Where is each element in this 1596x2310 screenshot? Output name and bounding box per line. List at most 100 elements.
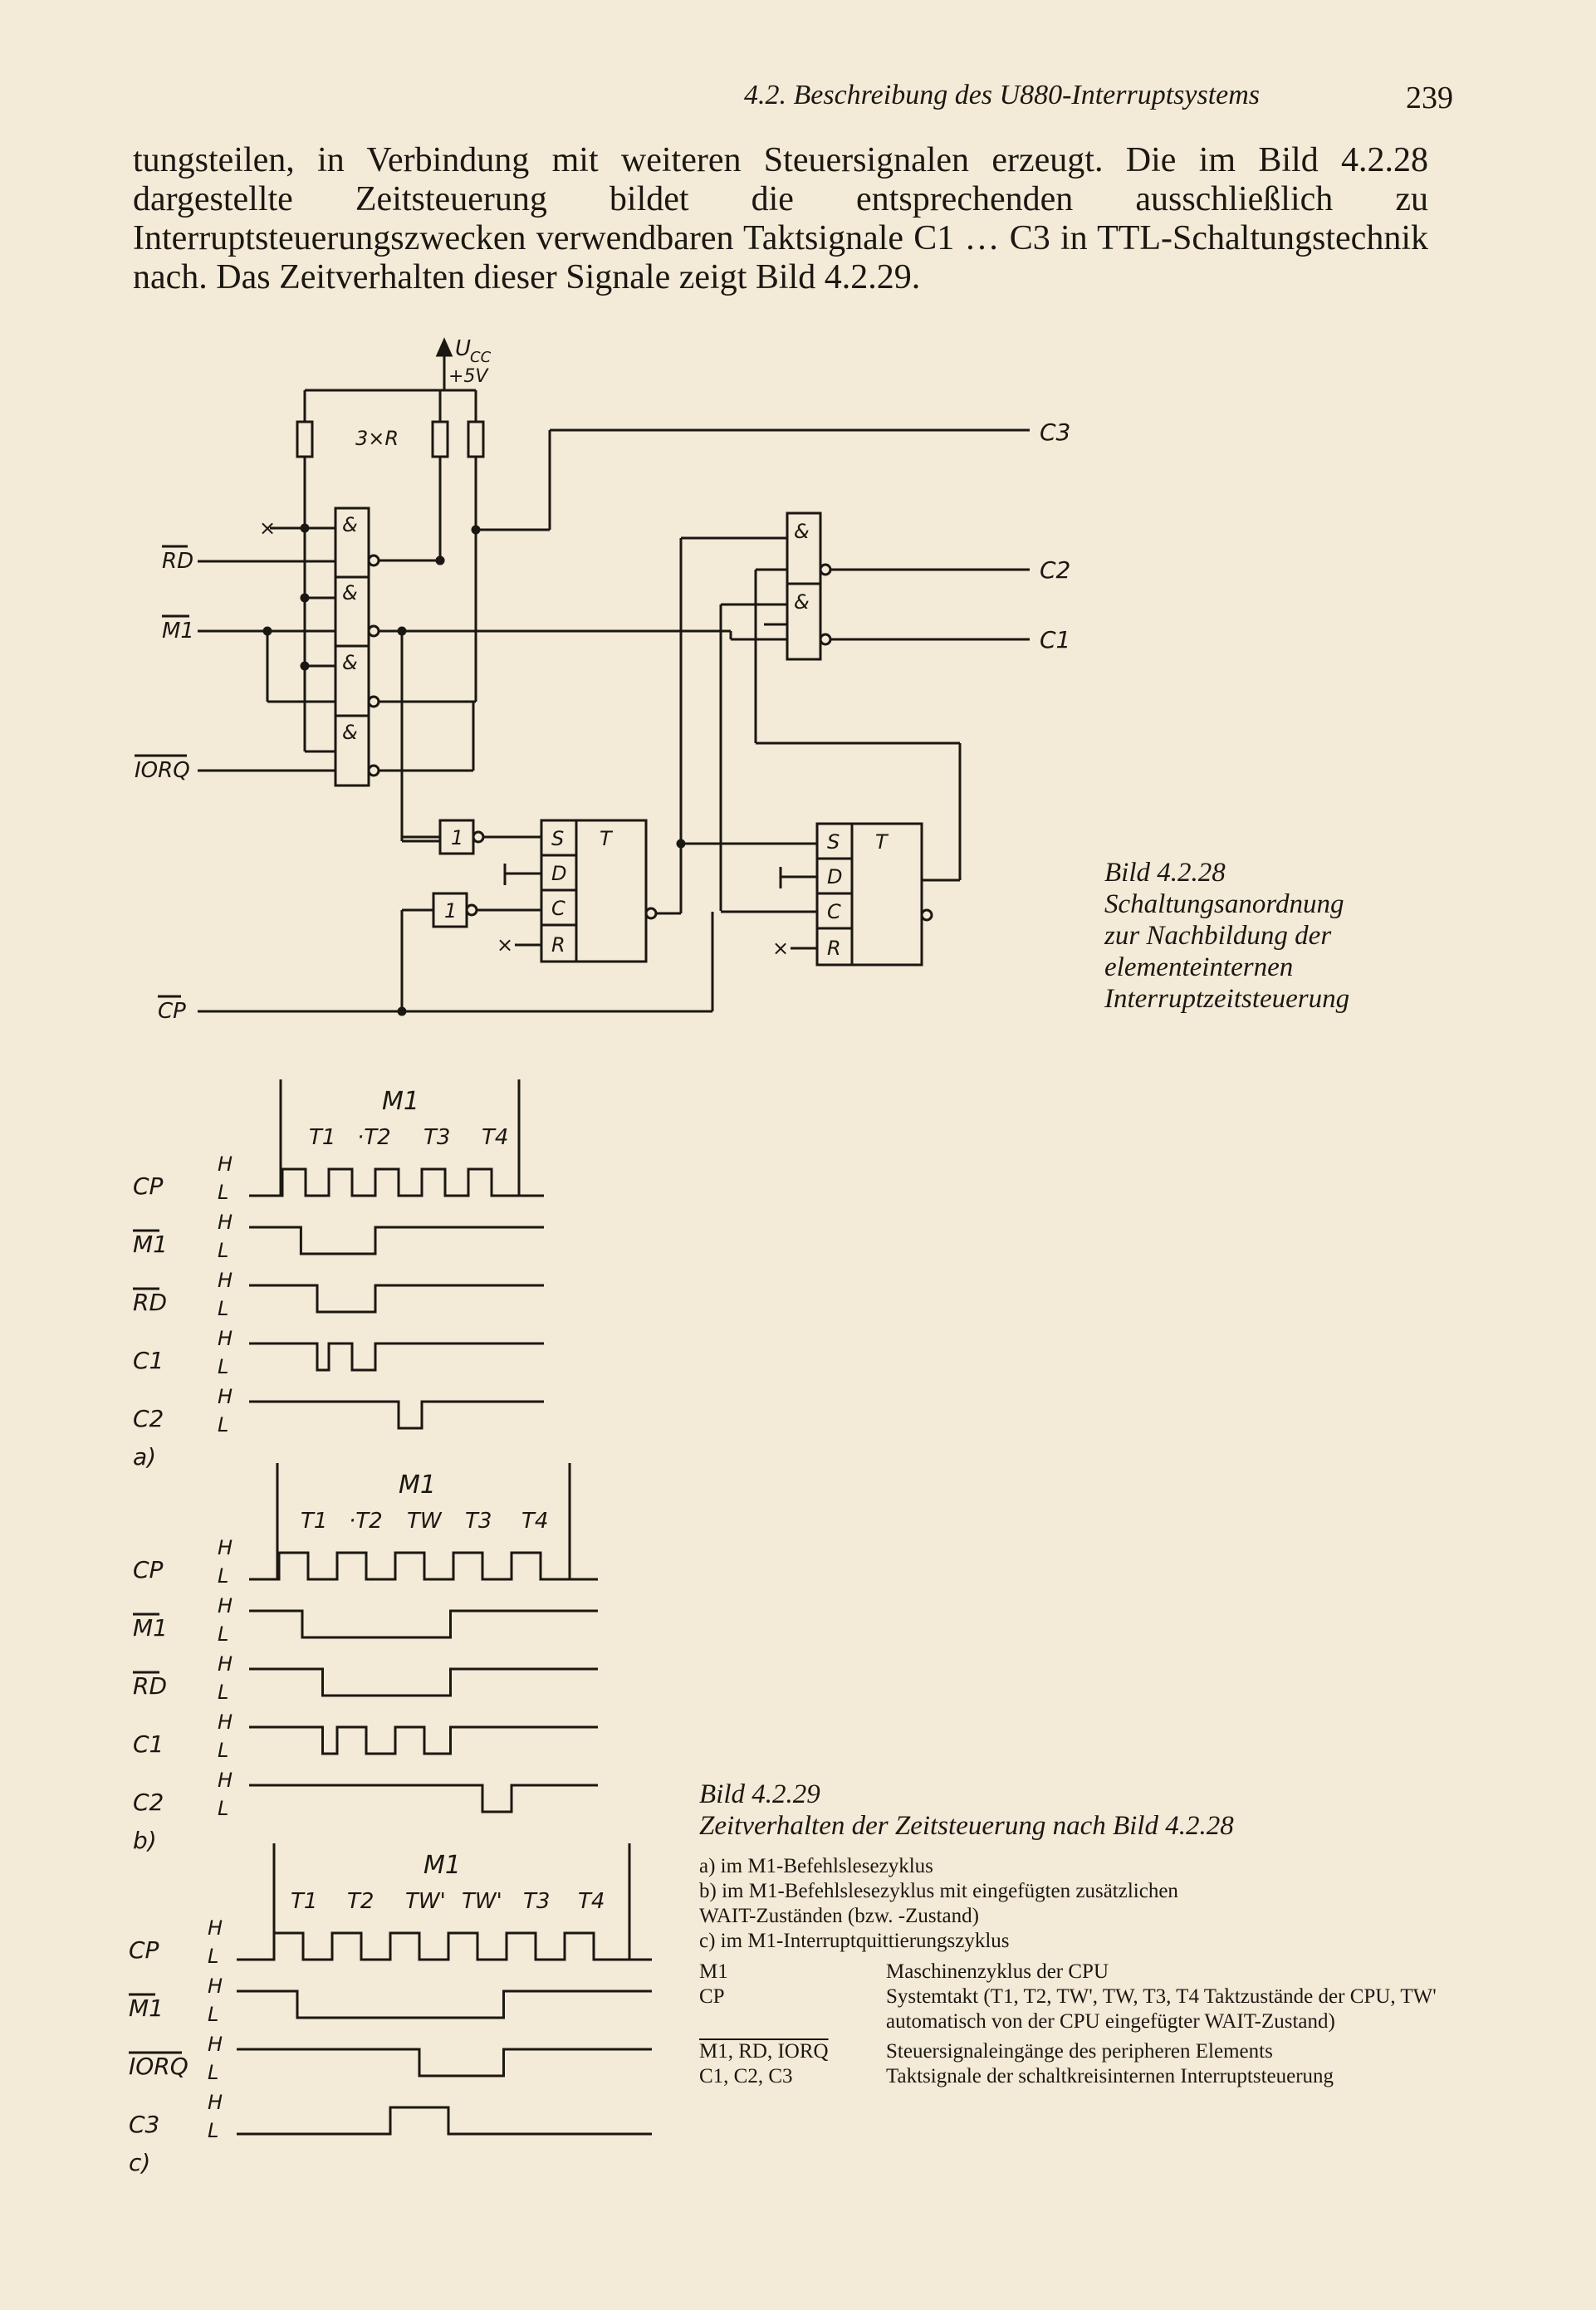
running-head: 4.2. Beschreibung des U880-Interruptsyst… [744, 80, 1261, 110]
legend-term: M1 [699, 1960, 728, 1983]
clock-state-label: T3 [423, 1125, 450, 1150]
cycle-label: M1 [423, 1851, 461, 1880]
junction-dot [676, 839, 686, 849]
level-low-label: L [218, 1239, 228, 1262]
caption-line: Bild 4.2.29 [699, 1779, 820, 1809]
ff-d-label: D [551, 862, 566, 885]
output-nand-pair [786, 511, 822, 661]
cycle-label: M1 [399, 1471, 436, 1500]
diagram-label: b) [133, 1827, 157, 1854]
figure-428-caption: Bild 4.2.28 Schaltungsanordnung zur Nach… [1104, 857, 1486, 1015]
signal-label-cp: CP [129, 1936, 159, 1964]
nand-symbol: & [342, 721, 358, 744]
signal-label-c1: C1 [133, 1730, 164, 1758]
level-high-label: H [218, 1385, 233, 1408]
level-low-label: L [208, 2061, 218, 2084]
level-high-label: H [218, 1710, 233, 1734]
level-high-label: H [218, 1536, 233, 1559]
c1-label: C1 [1040, 626, 1070, 653]
waveform-m1 [249, 1609, 598, 1639]
body-paragraph: tungsteilen, in Verbindung mit weiteren … [133, 141, 1428, 296]
legend-definition: Steuersignaleingänge des peripheren Elem… [886, 2040, 1273, 2063]
waveform-c1 [249, 1342, 544, 1372]
waveform-iorq [237, 2048, 652, 2078]
nand-symbol: & [342, 581, 358, 604]
level-low-label: L [208, 2119, 218, 2142]
signal-label-iorq: IORQ [129, 2053, 188, 2080]
waveform-m1 [237, 1989, 652, 2019]
ff-d-label: D [827, 865, 842, 888]
legend-row: M1 Maschinenzyklus der CPU [699, 1960, 1447, 1985]
open-input-mark: × [259, 516, 276, 540]
level-high-label: H [218, 1269, 233, 1292]
legend-row: CP Systemtakt (T1, T2, TW', TW, T3, T4 T… [699, 1985, 1447, 2034]
ff-t-label: T [875, 830, 889, 854]
caption-line: Interruptzeitsteuerung [1104, 984, 1350, 1014]
level-high-label: H [218, 1327, 233, 1350]
junction-dot [397, 1006, 407, 1016]
clock-state-label: TW [407, 1509, 443, 1534]
resistors-label: 3×R [355, 427, 399, 450]
waveform-c2 [249, 1400, 544, 1430]
junction-dot [397, 626, 407, 636]
ff-c-label: C [551, 897, 565, 920]
legend-definition: Taktsignale der schaltkreisinternen Inte… [886, 2065, 1334, 2087]
nand-symbol: & [794, 590, 810, 614]
level-low-label: L [218, 1739, 228, 1762]
ff-t-label: T [600, 827, 614, 850]
signal-label-m1: M1 [129, 1994, 164, 2022]
ff-s-label: S [551, 827, 564, 850]
legend-row: C1, C2, C3 Taktsignale der schaltkreisin… [699, 2064, 1447, 2089]
subcaption-item: c) im M1-Interruptquittierungszyklus [699, 1930, 1010, 1952]
clock-state-label: T3 [523, 1889, 550, 1914]
level-low-label: L [218, 1297, 228, 1320]
subcaption-item: b) im M1-Befehlslesezyklus mit eingefügt… [699, 1880, 1178, 1902]
clock-state-label: TW' [462, 1889, 502, 1914]
waveform-cp [249, 1167, 544, 1197]
ff-c-label: C [827, 900, 841, 923]
signal-label-cp: CP [133, 1556, 164, 1583]
level-low-label: L [218, 1355, 228, 1378]
legend-term: M1, RD, IORQ [699, 2040, 829, 2063]
level-high-label: H [218, 1211, 233, 1234]
signal-label-cp: CP [133, 1172, 164, 1200]
legend-term: C1, C2, C3 [699, 2065, 793, 2087]
open-input-mark: × [772, 937, 789, 960]
m1-label: M1 [162, 619, 194, 644]
level-low-label: L [218, 1622, 228, 1646]
circuit-diagram: U CC +5V 3×R & & & & × [135, 336, 1070, 1024]
figure-429-subcaptions: a) im M1-Befehlslesezyklus b) im M1-Befe… [699, 1854, 1447, 1954]
diagram-label: a) [133, 1443, 156, 1471]
level-low-label: L [208, 1945, 218, 1968]
nand-symbol: & [342, 651, 358, 674]
vcc-value-label: +5V [448, 366, 489, 387]
waveform-rd [249, 1284, 544, 1314]
waveform-cp [249, 1551, 598, 1581]
level-low-label: L [218, 1797, 228, 1820]
signal-label-m1: M1 [133, 1231, 168, 1258]
level-low-label: L [218, 1681, 228, 1704]
waveform-c3 [237, 2106, 652, 2136]
open-input-mark: × [497, 933, 513, 957]
signal-label-c1: C1 [133, 1347, 164, 1374]
clock-state-label: T2 [347, 1889, 374, 1914]
caption-line: Bild 4.2.28 [1104, 858, 1226, 888]
legend-row: M1, RD, IORQ Steuersignaleingänge des pe… [699, 2039, 1447, 2064]
ff-output-bubble [920, 908, 933, 922]
c3-label: C3 [1040, 418, 1070, 446]
waveform-rd [249, 1667, 598, 1697]
clock-state-label: T1 [291, 1889, 317, 1914]
clock-state-label: T3 [465, 1509, 492, 1534]
level-high-label: H [218, 1153, 233, 1176]
c2-label: C2 [1040, 556, 1070, 584]
rd-label: RD [162, 549, 193, 574]
inverter-symbol: 1 [451, 826, 463, 849]
nand-symbol: & [794, 520, 810, 543]
level-high-label: H [218, 1652, 233, 1676]
ff-r-label: R [551, 933, 565, 957]
waveform-c2 [249, 1784, 598, 1813]
junction-dot [435, 555, 445, 565]
legend-definition: Maschinenzyklus der CPU [886, 1960, 1109, 1983]
vcc-arrow [435, 337, 453, 357]
